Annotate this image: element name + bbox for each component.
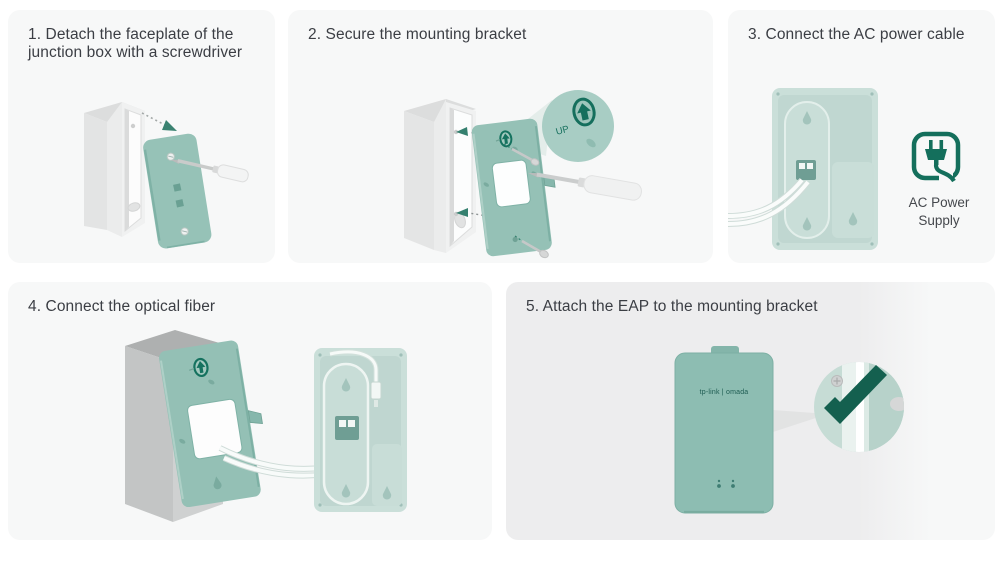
screw-keyhole: [848, 212, 858, 226]
faceplate-screw: [180, 227, 189, 236]
ac-power-cables: [728, 178, 811, 227]
magnifier-circle: [814, 362, 904, 452]
magnifier-circle: UP: [542, 90, 614, 162]
screwdriver-icon: [528, 172, 642, 201]
screw-direction-arrow: [456, 208, 494, 218]
check-icon: [824, 365, 887, 424]
optical-fiber-cable: [329, 349, 382, 407]
power-terminal: [796, 160, 816, 180]
faceplate: [143, 133, 212, 249]
screw-keyhole: [382, 486, 392, 500]
screw-keyhole: [802, 111, 812, 125]
faceplate-screw: [166, 152, 175, 161]
magnifier-cone: [773, 410, 828, 432]
step4-illustration: [125, 330, 407, 522]
screw-keyhole: [341, 378, 351, 392]
step2-title: 2. Secure the mounting bracket: [308, 26, 527, 43]
screw-keyhole: [213, 476, 222, 490]
screw-keyhole: [341, 484, 351, 498]
screw-keyhole: [802, 217, 812, 231]
connector-piece: [890, 397, 904, 411]
step3-title: 3. Connect the AC power cable: [748, 26, 965, 43]
step1-title: 1. Detach the faceplate of the junction …: [28, 26, 243, 62]
power-terminal: [335, 416, 359, 440]
junction-box: [84, 102, 145, 237]
fiber-connector: [370, 381, 382, 400]
step4-card: 4. Connect the optical fiber: [8, 282, 492, 540]
mounting-screw: [503, 143, 540, 166]
step1-illustration: [84, 102, 249, 249]
step3-card: 3. Connect the AC power cable: [728, 10, 995, 263]
step4-title: 4. Connect the optical fiber: [28, 298, 216, 315]
step5-title: 5. Attach the EAP to the mounting bracke…: [526, 298, 818, 315]
bracket-latch: [247, 410, 263, 424]
mounting-plate-back: [314, 348, 407, 512]
mounting-bracket: [471, 118, 556, 257]
step5-card: 5. Attach the EAP to the mounting bracke…: [506, 282, 995, 540]
step2-illustration: UP: [404, 90, 642, 259]
screw-head: [831, 375, 843, 387]
leaf-hole: [586, 138, 596, 148]
up-arrow-icon: [572, 97, 596, 127]
mounting-plate-back: [728, 88, 878, 250]
ac-plug-icon: [911, 131, 961, 183]
up-arrow-icon: [495, 130, 513, 148]
led-indicators: [717, 479, 735, 488]
step1-card: 1. Detach the faceplate of the junction …: [8, 10, 275, 263]
up-label: UP: [555, 124, 571, 138]
up-arrow-icon: [189, 357, 209, 378]
step2-card: 2. Secure the mounting bracket: [288, 10, 713, 263]
step5-illustration: tp-link | omada: [674, 346, 904, 514]
detach-arrow-icon: [141, 112, 177, 131]
step3-illustration: [728, 88, 961, 250]
junction-box: [404, 99, 476, 253]
mounting-screw: [514, 235, 549, 259]
eap-device: tp-link | omada: [674, 346, 774, 514]
screwdriver-icon: [170, 159, 249, 183]
ac-power-supply-label: AC Power Supply: [908, 195, 970, 228]
